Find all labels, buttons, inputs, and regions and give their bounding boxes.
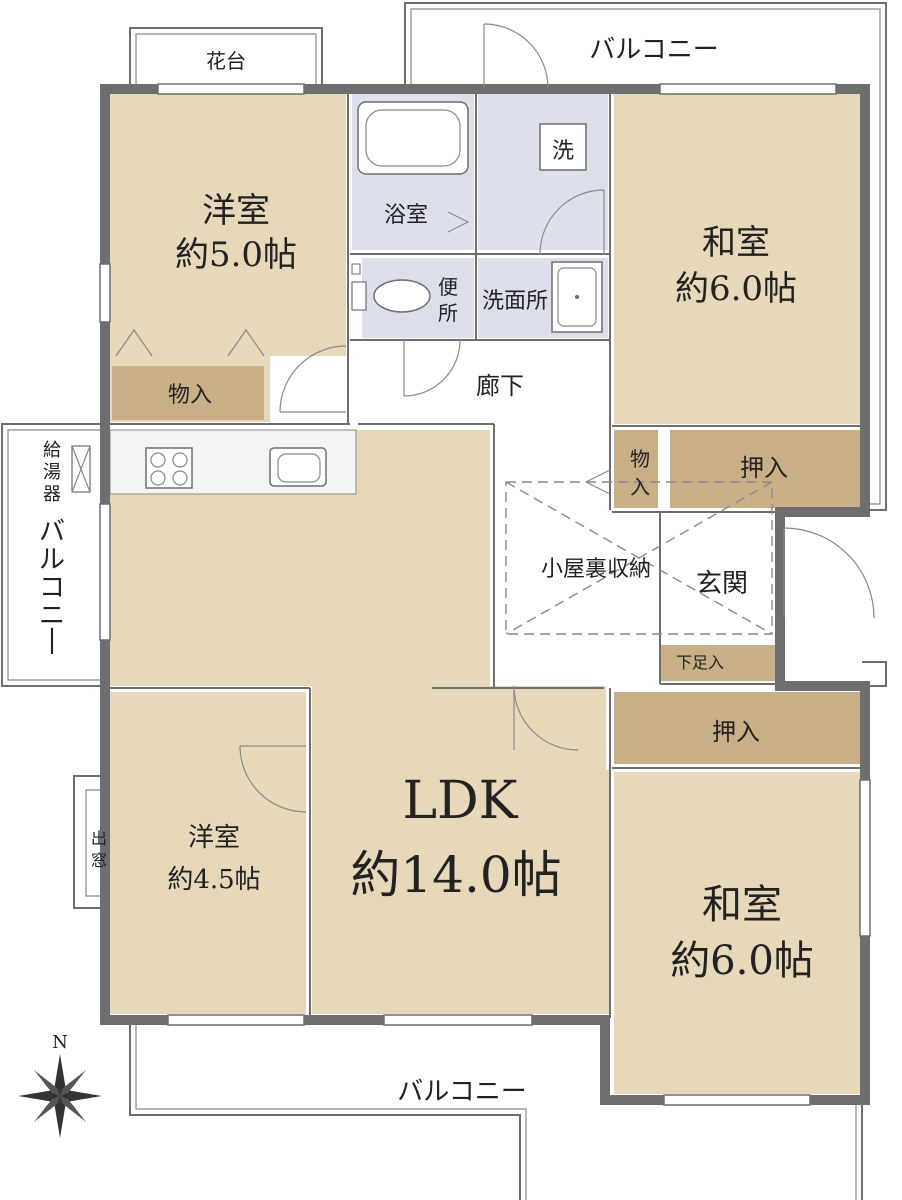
door-western-45 xyxy=(239,745,307,813)
bath-label: 浴室 xyxy=(384,203,428,228)
toilet-bowl xyxy=(373,279,431,313)
door-ldk xyxy=(513,685,579,751)
flower-bed-outline xyxy=(129,27,323,88)
balcony-bottom-label: バルコニー xyxy=(397,1077,526,1107)
oshiire-se-label: 押入 xyxy=(712,718,760,746)
fixtures xyxy=(71,101,611,495)
washroom-label: 洗面所 xyxy=(482,289,548,314)
balcony-left-outline xyxy=(1,423,100,687)
shoe-box-fill xyxy=(660,645,776,681)
labels: 花台 バルコニー 洋室 約5.0帖 浴室 洗 便所 洗面所 和室 約6.0帖 物… xyxy=(39,35,814,1107)
western-5-name: 洋室 xyxy=(202,191,270,231)
japanese-se-name: 和室 xyxy=(702,882,782,928)
doors xyxy=(239,23,875,813)
bay-window-outline xyxy=(73,775,100,909)
laundry-fill xyxy=(478,94,608,250)
oshiire-se-fill xyxy=(614,692,860,764)
room-western-5-fill xyxy=(110,94,346,356)
compass-north-label: N xyxy=(52,1032,68,1053)
ldk-fill-lower xyxy=(312,686,606,1014)
window-top-right xyxy=(659,83,837,95)
kitchen-sink xyxy=(269,447,327,487)
washer-label: 洗 xyxy=(552,139,574,164)
wall-top xyxy=(100,84,870,517)
closet-a-label: 物入 xyxy=(168,383,212,408)
balcony-bottom-outline xyxy=(129,1022,521,1200)
closet-b-label: 物入 xyxy=(630,447,650,499)
window-top-left xyxy=(157,83,305,95)
western-45-size: 約4.5帖 xyxy=(167,865,260,895)
ldk-size: 約14.0帖 xyxy=(350,846,561,904)
water-heater xyxy=(71,445,91,493)
washer-pan xyxy=(539,123,587,171)
hallway-label: 廊下 xyxy=(476,372,524,400)
balcony-left-label: バルコニ| xyxy=(39,517,65,655)
bay-window-label: 出窓 xyxy=(91,829,107,870)
japanese-ne-size: 約6.0帖 xyxy=(675,269,797,309)
balcony-door xyxy=(483,23,549,89)
japanese-se-size: 約6.0帖 xyxy=(670,938,814,984)
flower-bed-label: 花台 xyxy=(206,49,246,73)
closet-a-fill xyxy=(112,366,264,420)
closet-b-fill xyxy=(614,430,658,508)
balcony-top-outline xyxy=(404,2,887,511)
attic-label: 小屋裏収納 xyxy=(541,557,651,582)
oshiire-ne-fill xyxy=(670,430,860,508)
attic-storage-outline xyxy=(505,481,773,635)
shoe-box-label: 下足入 xyxy=(676,653,724,672)
entrance-label: 玄関 xyxy=(696,569,748,599)
door-toilet xyxy=(403,339,461,397)
entrance-door xyxy=(783,527,875,619)
oshiire-ne-label: 押入 xyxy=(740,454,788,482)
room-western-45-fill xyxy=(110,692,306,1014)
room-japanese-ne-fill xyxy=(614,94,860,424)
balcony-top-label: バルコニー xyxy=(589,35,718,65)
compass-north-needle xyxy=(54,1054,66,1096)
western-5-size: 約5.0帖 xyxy=(175,235,297,275)
room-japanese-se-fill xyxy=(614,772,860,1094)
windows xyxy=(73,83,871,1106)
ldk-name: LDK xyxy=(402,771,518,831)
japanese-ne-name: 和室 xyxy=(702,223,770,263)
compass: N xyxy=(18,1032,102,1138)
western-45-name: 洋室 xyxy=(188,823,240,853)
toilet-label: 便所 xyxy=(438,275,458,325)
door-western-5 xyxy=(279,345,347,413)
bathtub xyxy=(357,101,469,175)
window-left-balcony xyxy=(99,503,111,641)
water-heater-label: 給湯器 xyxy=(43,440,61,505)
